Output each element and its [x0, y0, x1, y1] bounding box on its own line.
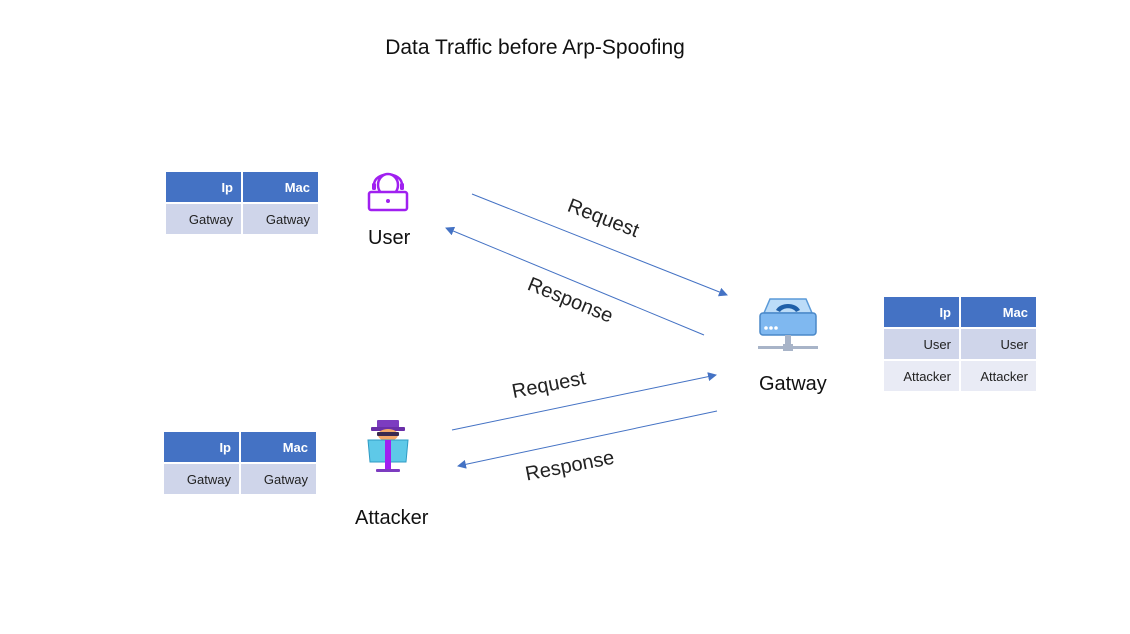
attacker-response-arrow — [457, 410, 718, 469]
user-arp-table: Ip Mac Gatway Gatway — [164, 170, 320, 236]
table-row: Gatway Gatway — [162, 462, 318, 496]
table-cell: Gatway — [241, 202, 320, 236]
user-icon — [367, 172, 409, 212]
table-cell: Attacker — [959, 359, 1038, 393]
table-row: Attacker Attacker — [882, 359, 1038, 393]
table-row: Gatway Gatway — [164, 202, 320, 236]
table-cell: Attacker — [882, 359, 961, 393]
table-cell: Gatway — [164, 202, 243, 236]
table-header-mac: Mac — [241, 170, 320, 204]
user-response-label: Response — [524, 273, 616, 327]
user-response-arrow — [445, 226, 705, 336]
attacker-request-label: Request — [510, 367, 588, 403]
diagram-title: Data Traffic before Arp-Spoofing — [385, 36, 685, 59]
table-cell: User — [959, 327, 1038, 361]
user-label: User — [368, 227, 411, 249]
user-request-arrow — [471, 193, 728, 297]
table-cell: Gatway — [239, 462, 318, 496]
table-header-mac: Mac — [239, 430, 318, 464]
gateway-label: Gatway — [759, 373, 827, 395]
attacker-label: Attacker — [355, 507, 429, 529]
table-header-ip: Ip — [162, 430, 241, 464]
table-header-ip: Ip — [882, 295, 961, 329]
table-header-mac: Mac — [959, 295, 1038, 329]
table-header-ip: Ip — [164, 170, 243, 204]
attacker-arp-table: Ip Mac Gatway Gatway — [162, 430, 318, 496]
gateway-icon — [758, 298, 818, 351]
table-cell: User — [882, 327, 961, 361]
table-row: User User — [882, 327, 1038, 361]
attacker-request-arrow — [451, 372, 717, 431]
table-cell: Gatway — [162, 462, 241, 496]
gateway-arp-table: Ip Mac User User Attacker Attacker — [882, 295, 1038, 393]
attacker-response-label: Response — [524, 447, 617, 486]
attacker-icon — [367, 420, 409, 472]
